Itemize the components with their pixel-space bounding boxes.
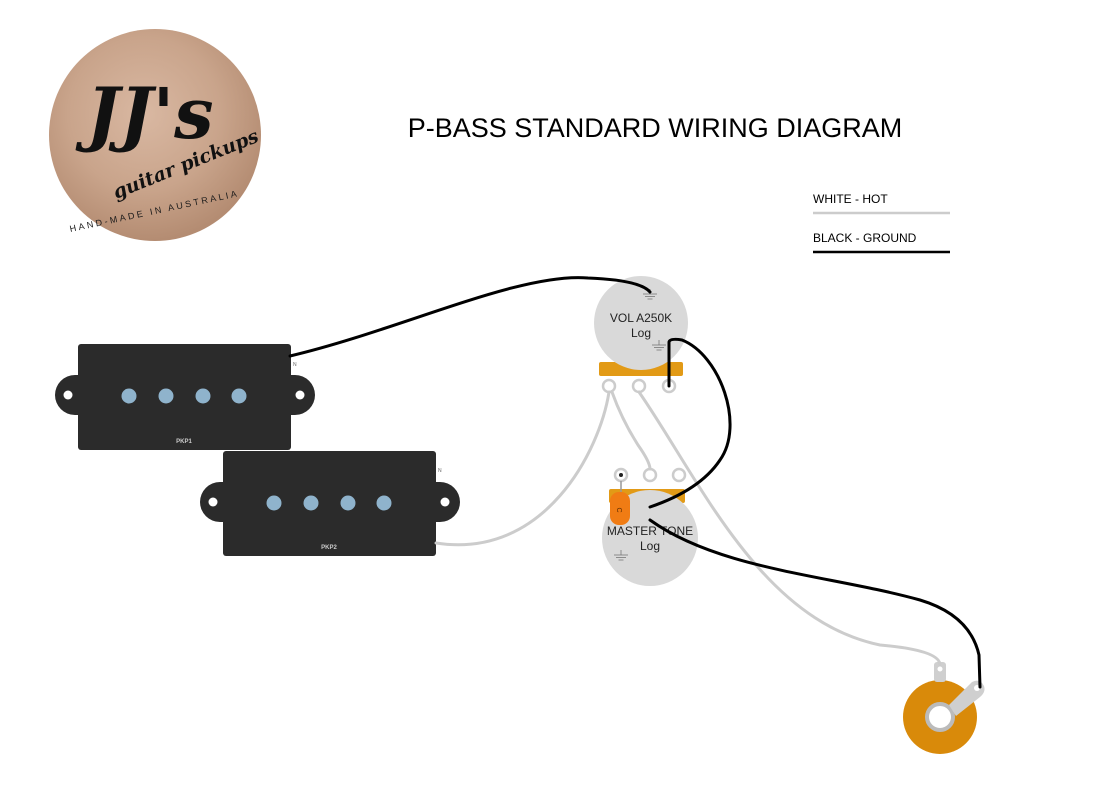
tone-pot-taper: Log: [640, 539, 660, 553]
pickup-1-body: [78, 344, 291, 450]
logo-main: JJ's: [75, 72, 213, 155]
logo-disc: [49, 29, 261, 241]
pickup-2-screw-left: [208, 497, 218, 507]
volume-lug-1: [601, 378, 617, 394]
pickup-2: PKP2 N: [200, 451, 460, 556]
jack-tip-lug: [937, 666, 943, 672]
brand-logo: JJ's guitar pickups HAND-MADE IN AUSTRAL…: [49, 29, 262, 241]
pole-piece: [376, 495, 392, 511]
tone-pot-label: MASTER TONE: [607, 524, 693, 538]
legend-label-hot: WHITE - HOT: [813, 192, 888, 206]
volume-pot: VOL A250K Log: [594, 276, 688, 394]
pickup-1-screw-left: [63, 390, 73, 400]
pole-piece: [231, 388, 247, 404]
legend: WHITE - HOT BLACK - GROUND: [813, 192, 950, 254]
jack-tip-tab: [934, 662, 946, 682]
pole-piece: [266, 495, 282, 511]
page-title: P-BASS STANDARD WIRING DIAGRAM: [408, 113, 903, 143]
jack-hole: [925, 702, 955, 732]
tone-lug-1-dot: [619, 473, 623, 477]
pole-piece: [121, 388, 137, 404]
ground-wire-volume-lug: [648, 337, 732, 509]
pole-piece: [195, 388, 211, 404]
ground-wire-pickup-to-volume: [288, 276, 652, 358]
pickup-1-polarity: N: [293, 362, 297, 368]
capacitor-body: [610, 492, 630, 525]
ground-symbol-icon: [614, 550, 628, 561]
tone-pot: MASTER TONE Log: [602, 467, 698, 586]
hot-wire-volume-to-jack: [637, 390, 942, 667]
tone-lug-2: [642, 467, 658, 483]
tone-lug-3: [671, 467, 687, 483]
volume-pot-taper: Log: [631, 326, 651, 340]
ground-wire-tone-to-jack: [648, 518, 982, 689]
pickup-2-screw-right: [440, 497, 450, 507]
hot-wires: [434, 390, 942, 667]
pickup-1: PKP1 N: [55, 344, 315, 450]
capacitor-label: C: [615, 507, 622, 512]
output-jack: [903, 662, 985, 754]
pole-piece: [340, 495, 356, 511]
hot-wire-volume-to-tone: [610, 390, 652, 471]
pickup-1-label: PKP1: [176, 439, 192, 445]
tone-capacitor: C: [610, 481, 630, 525]
volume-pot-body: [594, 276, 688, 370]
hot-wire-pickup-to-volume: [434, 390, 611, 547]
ground-wires: [288, 276, 982, 689]
pickup-2-polarity: N: [438, 468, 442, 474]
ground-symbol-icon: [652, 340, 666, 351]
pickup-2-body: [223, 451, 436, 556]
volume-lug-2: [631, 378, 647, 394]
pickup-1-screw-right: [295, 390, 305, 400]
pole-piece: [158, 388, 174, 404]
pickup-2-label: PKP2: [321, 545, 337, 551]
legend-label-ground: BLACK - GROUND: [813, 231, 917, 245]
volume-pot-label: VOL A250K: [610, 311, 672, 325]
pole-piece: [303, 495, 319, 511]
